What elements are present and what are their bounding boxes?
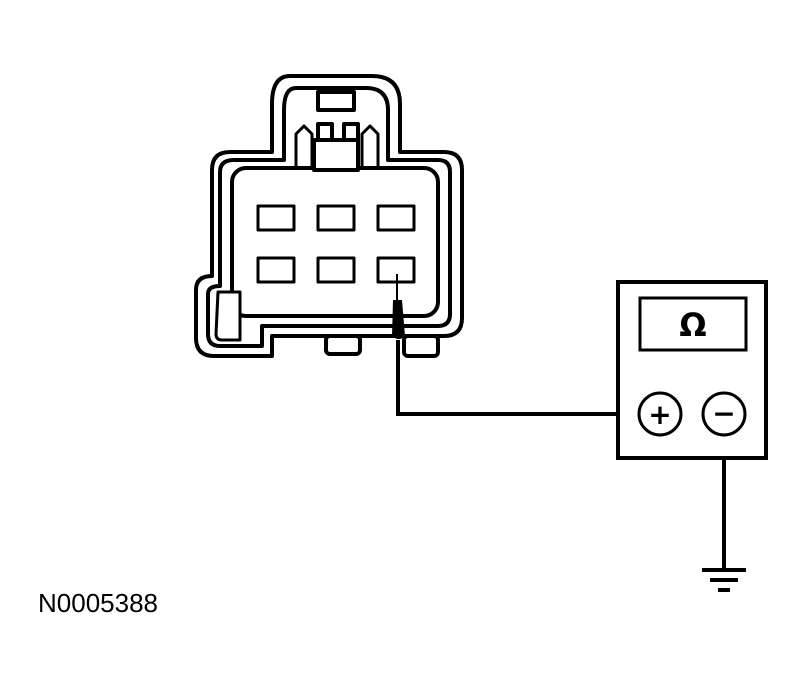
cavity-4 bbox=[256, 256, 296, 284]
terminal-cavities bbox=[256, 204, 416, 284]
cavity-6 bbox=[376, 256, 416, 284]
ohmmeter-display bbox=[638, 296, 748, 352]
positive-terminal-label: + bbox=[648, 398, 671, 431]
cavity-1 bbox=[256, 204, 296, 232]
negative-terminal-label: − bbox=[712, 397, 735, 430]
ohmmeter: Ω + − bbox=[616, 280, 768, 460]
connector-bottom-tab-right bbox=[402, 334, 440, 358]
connector bbox=[194, 74, 464, 358]
connector-latch-body bbox=[312, 138, 360, 172]
connector-latch-arms bbox=[316, 122, 360, 140]
cavity-3 bbox=[376, 204, 416, 232]
positive-lead-wire bbox=[396, 340, 638, 416]
negative-terminal bbox=[701, 391, 747, 437]
connector-guide-right bbox=[360, 124, 380, 168]
connector-bottom-tab-left bbox=[324, 334, 362, 356]
connector-latch-top bbox=[316, 90, 356, 112]
figure-reference-code: N0005388 bbox=[38, 588, 158, 618]
positive-terminal bbox=[637, 391, 683, 437]
ground-icon bbox=[702, 568, 746, 592]
cavity-2 bbox=[316, 204, 356, 232]
connector-face bbox=[230, 166, 440, 318]
connector-side-tab bbox=[214, 290, 242, 342]
connector-guide-left bbox=[294, 124, 314, 168]
ohm-symbol: Ω bbox=[679, 306, 706, 344]
cavity-5 bbox=[316, 256, 356, 284]
test-probe bbox=[392, 274, 405, 339]
probe-body bbox=[392, 300, 405, 339]
